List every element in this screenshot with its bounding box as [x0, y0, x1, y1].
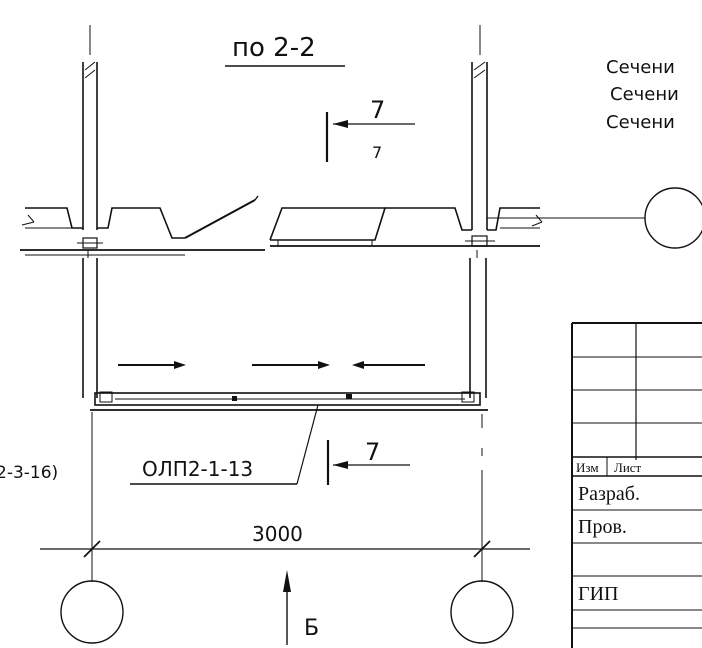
section-ref: Сечени [606, 112, 675, 133]
section-refs: Сечени Сечени Сечени [606, 57, 679, 133]
section-title: по 2-2 [232, 33, 316, 63]
lintel-label: ОЛП2-1-13 [142, 457, 253, 481]
cut-mark-number: 7 [370, 96, 385, 124]
direction-arrows [118, 361, 425, 369]
arrow-up-icon [283, 570, 291, 592]
roof-slab [20, 195, 645, 256]
stamp-row-gip: ГИП [578, 583, 618, 605]
section-ref: Сечени [606, 57, 675, 78]
arrow-left-icon [333, 120, 348, 128]
lintel [90, 391, 488, 411]
view-marker: Б [283, 570, 319, 645]
title-block: Изм Лист Разраб. Пров. ГИП [571, 322, 702, 648]
section-ref: Сечени [610, 84, 679, 105]
stamp-col-izm: Изм [576, 460, 599, 475]
axis-bubble-left [60, 580, 124, 644]
arrow-right-icon [318, 361, 330, 369]
stamp-col-list: Лист [614, 460, 642, 475]
cut-mark-lower: 7 [326, 438, 410, 485]
dimension-line: 3000 [40, 412, 530, 582]
dimension-value: 3000 [252, 522, 303, 546]
left-reference: 2-3-16) [0, 463, 58, 483]
view-marker-letter: Б [304, 616, 319, 641]
axis-bubble-top-right [644, 187, 702, 249]
arrow-right-icon [174, 361, 186, 369]
arrow-left-icon [333, 461, 348, 469]
left-wall [82, 25, 98, 398]
axis-bubble-right [450, 580, 514, 644]
cut-mark-upper: 7 7 [325, 96, 415, 162]
cut-mark-number: 7 [365, 438, 380, 466]
right-wall [469, 25, 488, 398]
stamp-row-razrab: Разраб. [578, 483, 640, 505]
stamp-row-prov: Пров. [578, 516, 627, 538]
cut-mark-small: 7 [372, 143, 382, 162]
arrow-left-icon [352, 361, 364, 369]
